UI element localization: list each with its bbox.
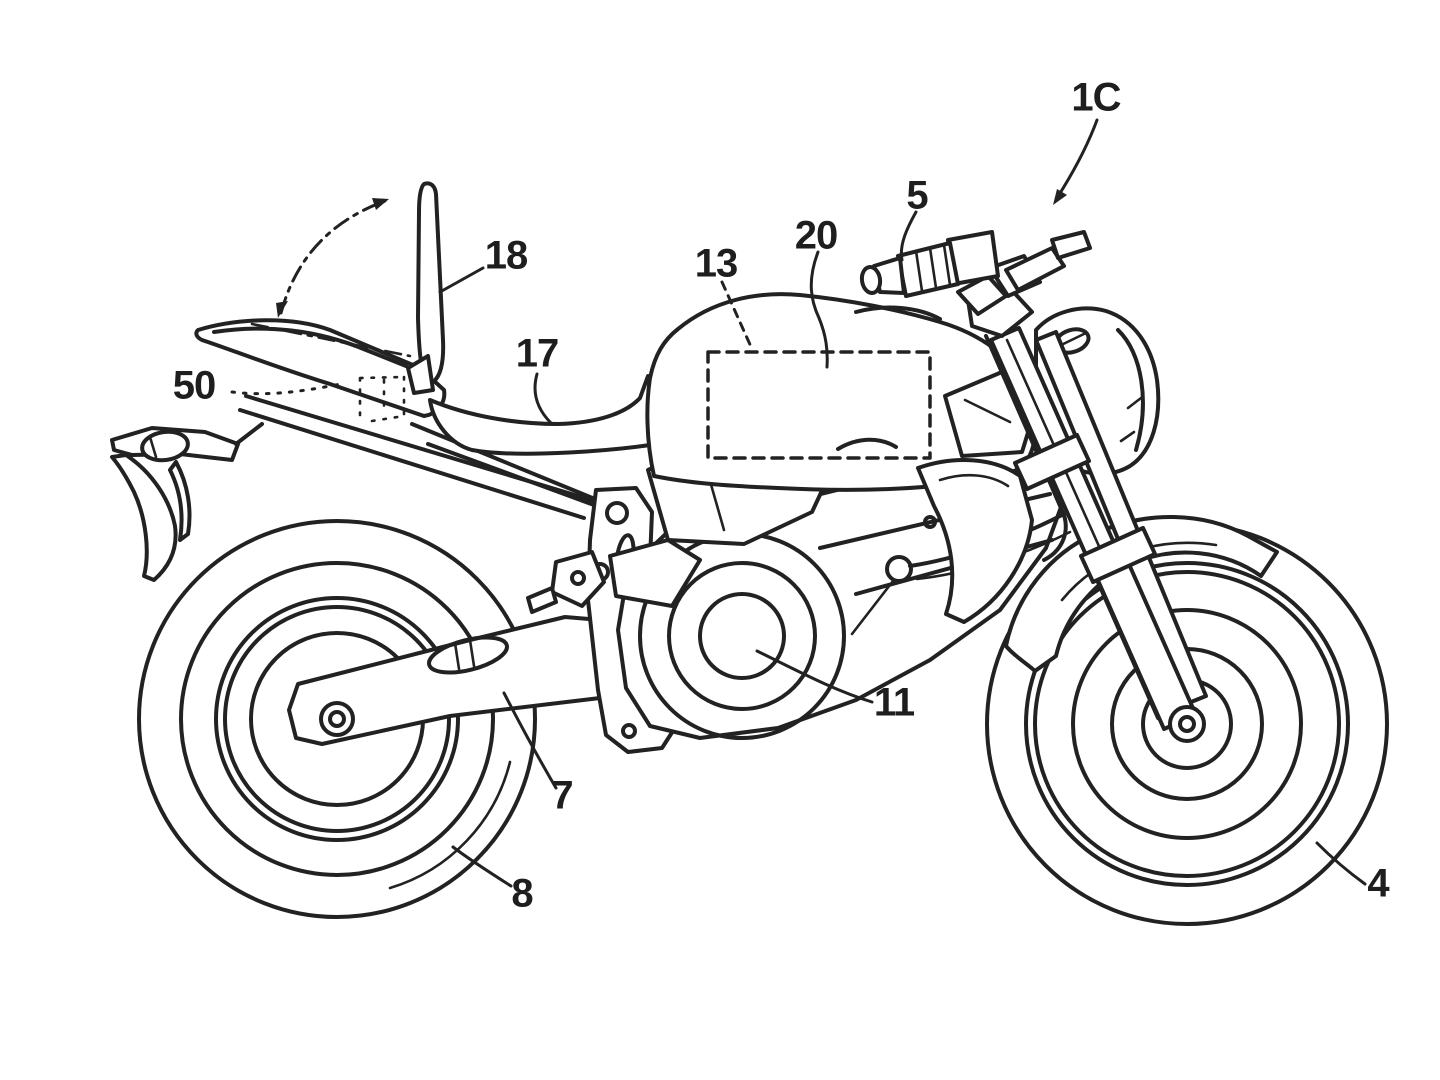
ref-label-11: 11 (873, 680, 915, 725)
leader-5 (899, 210, 918, 262)
ref-label-17: 17 (515, 331, 559, 376)
front-fork (989, 326, 1208, 743)
engine-mount-bolt (885, 555, 913, 583)
ref-label-20: 20 (794, 213, 838, 258)
radiator-shroud (916, 370, 1040, 624)
leader-1C (1053, 118, 1099, 205)
wing-hinge-hidden (230, 375, 406, 423)
ref-label-8: 8 (511, 871, 533, 916)
ref-label-5: 5 (906, 173, 928, 218)
fork-clamp-upper (1013, 433, 1091, 491)
hidden-component-box (706, 350, 932, 460)
leader-4 (1315, 841, 1367, 886)
fuel-tank (645, 292, 1038, 492)
handlebar (956, 230, 1092, 316)
rear-wing-deflector (406, 181, 446, 395)
ref-label-7: 7 (551, 773, 573, 818)
ref-label-18: 18 (484, 233, 528, 278)
tail-cowl (194, 318, 447, 418)
leader-lines (438, 118, 1367, 888)
swingarm (287, 615, 640, 746)
subframe (238, 394, 615, 520)
turn-signal (859, 230, 1000, 298)
fork-clamp-lower (1079, 526, 1157, 584)
leader-17 (533, 372, 553, 425)
leader-8 (451, 845, 513, 888)
front-axle (1168, 705, 1206, 743)
wing-pivot-arc-arrow (276, 198, 389, 318)
seat (428, 374, 682, 456)
rear-fender-taillight (110, 422, 264, 582)
ref-label-1c: 1C (1071, 75, 1121, 120)
wing-folded-hidden-line (250, 322, 412, 358)
ref-label-50: 50 (172, 363, 216, 408)
leader-18 (438, 266, 485, 294)
leader-13 (720, 280, 754, 351)
ref-label-4: 4 (1367, 861, 1389, 906)
footpeg-bracket (526, 550, 606, 614)
leader-11 (755, 649, 874, 704)
ref-label-13: 13 (694, 241, 738, 286)
leader-7 (502, 691, 558, 790)
leader-20 (809, 250, 829, 369)
rear-wheel (137, 519, 537, 919)
